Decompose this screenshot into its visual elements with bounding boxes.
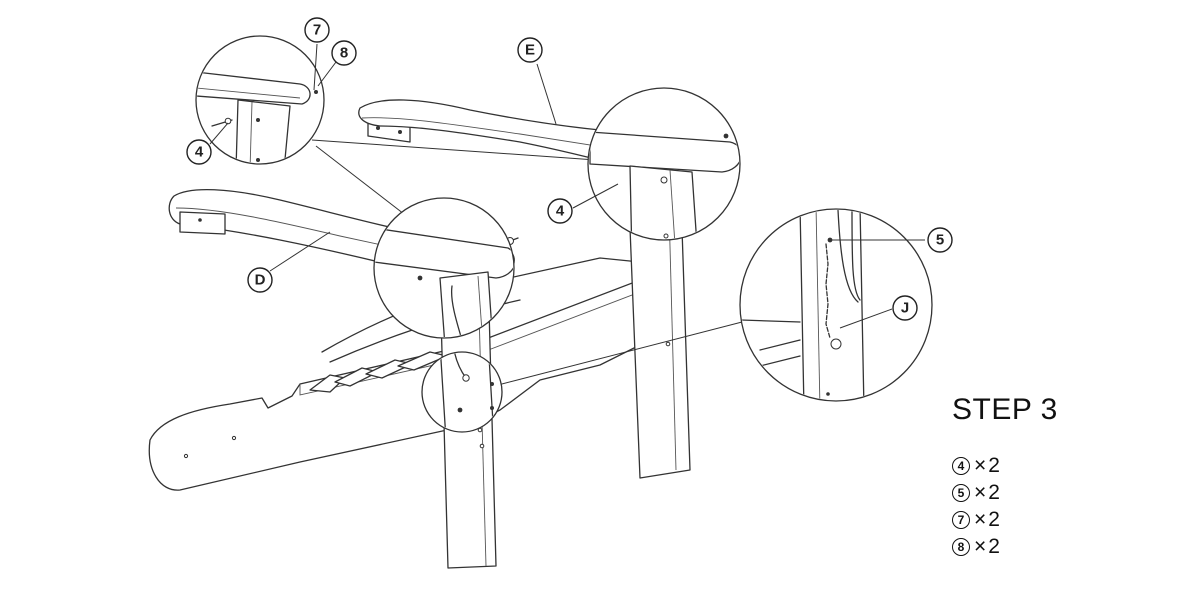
- hardware-quantity: 2: [988, 534, 1000, 558]
- step-title: STEP 3: [952, 393, 1058, 426]
- detail-leaders: [311, 139, 743, 386]
- callout-4-main: 4: [547, 198, 573, 224]
- callout-j: J: [892, 295, 918, 321]
- callout-e: E: [517, 37, 543, 63]
- hardware-list: 4 × 2 5 × 2 7 × 2 8 × 2: [952, 452, 1000, 560]
- svg-text:D: D: [255, 272, 266, 289]
- svg-text:7: 7: [313, 22, 321, 39]
- hardware-item-7: 7 × 2: [952, 506, 1000, 533]
- callout-d: D: [247, 267, 273, 293]
- svg-text:4: 4: [195, 144, 204, 161]
- hardware-multiplier: ×: [974, 453, 987, 477]
- callout-8: 8: [331, 40, 357, 66]
- hardware-multiplier: ×: [974, 480, 987, 504]
- hardware-number-badge: 7: [952, 510, 970, 529]
- detail-circle-center: [373, 197, 515, 339]
- svg-text:8: 8: [340, 45, 348, 62]
- hardware-number-badge: 8: [952, 537, 970, 556]
- hardware-item-8: 8 × 2: [952, 533, 1000, 560]
- hardware-quantity: 2: [988, 453, 1000, 477]
- hardware-quantity: 2: [988, 480, 1000, 504]
- hardware-number-badge: 4: [952, 456, 970, 475]
- hardware-number-badge: 5: [952, 483, 970, 502]
- callout-7: 7: [304, 17, 330, 43]
- hardware-multiplier: ×: [974, 507, 987, 531]
- svg-text:J: J: [901, 300, 909, 317]
- svg-text:4: 4: [556, 203, 565, 220]
- svg-text:E: E: [525, 42, 535, 59]
- callout-5: 5: [927, 227, 953, 253]
- detail-circle-upper-right: [587, 87, 741, 241]
- hardware-multiplier: ×: [974, 534, 987, 558]
- hardware-item-4: 4 × 2: [952, 452, 1000, 479]
- callout-4-detail: 4: [186, 139, 212, 165]
- hardware-item-5: 5 × 2: [952, 479, 1000, 506]
- hardware-quantity: 2: [988, 507, 1000, 531]
- callout-leaders: [209, 43, 925, 329]
- svg-text:5: 5: [936, 232, 944, 249]
- detail-circle-top-left: [195, 35, 325, 165]
- detail-circle-right: [739, 208, 933, 402]
- detail-circle-bottom: [421, 351, 503, 433]
